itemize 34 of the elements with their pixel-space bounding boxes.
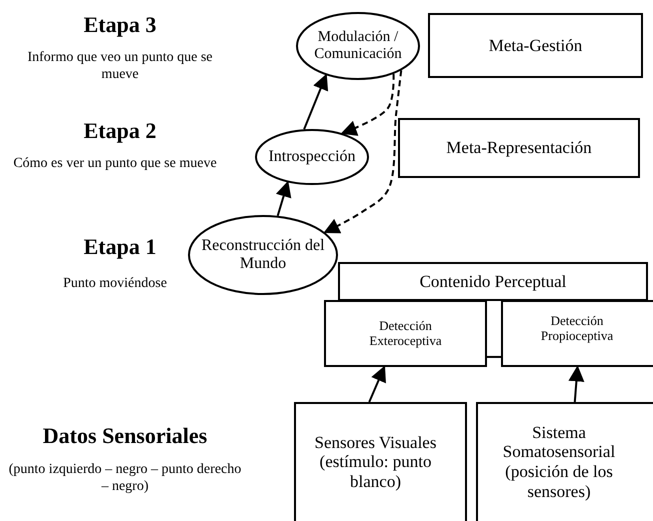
process-box	[501, 300, 653, 367]
node-label: Sensores Visuales (estímulo: punto blanco)	[314, 432, 438, 492]
stage-heading: Etapa 2	[82, 118, 158, 144]
arrow	[276, 180, 292, 216]
node-label: Modulación / Comunicación	[313, 28, 403, 64]
process-box	[324, 300, 487, 367]
stage-description: (punto izquierdo – negro – punto derecho – negro)	[8, 462, 242, 496]
node-label: Introspección	[268, 148, 356, 166]
node-label: Reconstrucción del Mundo	[200, 236, 326, 274]
stage-heading: Datos Sensoriales	[42, 423, 208, 450]
arrow	[323, 70, 402, 234]
connector-line	[487, 356, 501, 358]
node-label: Detección Propioceptiva	[540, 314, 614, 344]
node-label: Meta-Representación	[446, 138, 592, 158]
process-box	[338, 262, 648, 301]
process-box	[294, 402, 467, 521]
stage-description: Informo que veo un punto que se mueve	[26, 50, 214, 84]
arrow	[568, 365, 584, 402]
process-box	[398, 118, 640, 178]
node-label: Sistema Somatosensorial (posición de los sensores)	[502, 422, 616, 502]
process-box	[428, 13, 643, 78]
arrow	[340, 74, 395, 136]
ellipse-node	[296, 12, 420, 80]
ellipse-node	[188, 215, 338, 295]
node-label: Meta-Gestión	[488, 36, 582, 56]
stage-description: Punto moviéndose	[62, 276, 168, 293]
stage-heading: Etapa 3	[82, 12, 158, 38]
ellipse-node	[255, 129, 369, 185]
arrow	[303, 74, 328, 130]
node-label: Detección Exteroceptiva	[368, 318, 443, 348]
arrow	[368, 366, 386, 402]
process-box	[476, 402, 653, 521]
node-label: Contenido Perceptual	[420, 272, 566, 292]
stage-description: Cómo es ver un punto que se mueve	[12, 156, 218, 173]
